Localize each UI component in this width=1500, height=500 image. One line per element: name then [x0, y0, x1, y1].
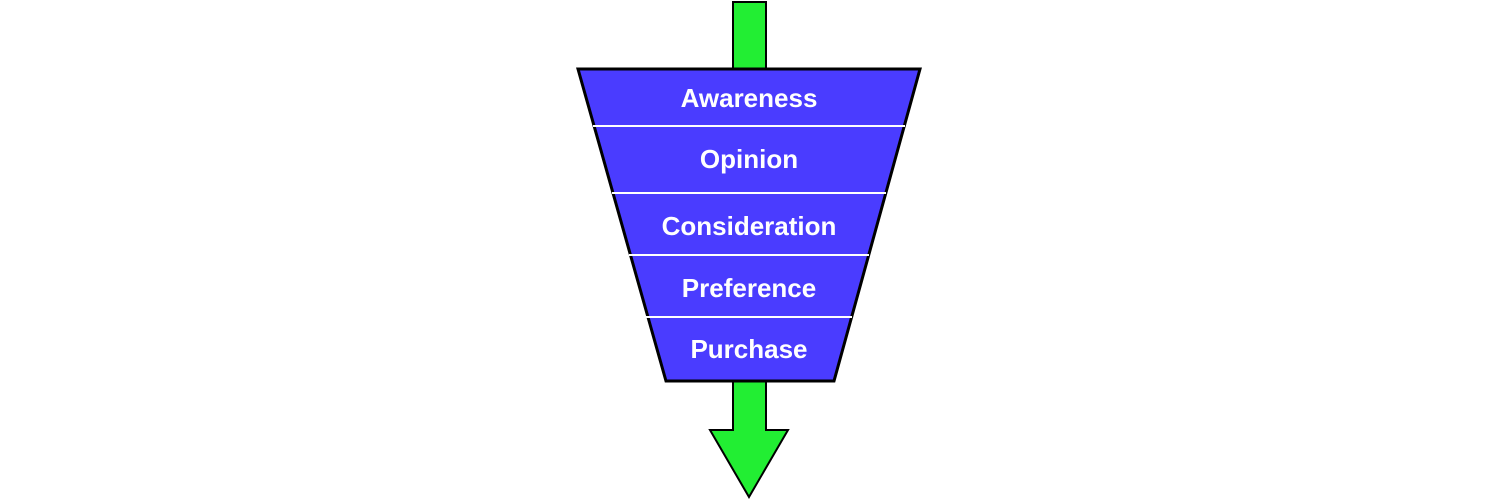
flow-arrow — [708, 1, 790, 499]
arrow-shaft-top — [732, 1, 767, 73]
stage-label-consideration: Consideration — [662, 211, 837, 241]
stage-label-opinion: Opinion — [700, 144, 798, 174]
stage-label-preference: Preference — [682, 273, 816, 303]
stage-dividers — [593, 125, 905, 318]
stage-label-awareness: Awareness — [681, 83, 818, 113]
arrow-shaft-bottom — [708, 377, 790, 499]
stage-labels: Awareness Opinion Consideration Preferen… — [662, 83, 837, 364]
funnel-body — [576, 67, 922, 383]
stage-label-purchase: Purchase — [690, 334, 807, 364]
